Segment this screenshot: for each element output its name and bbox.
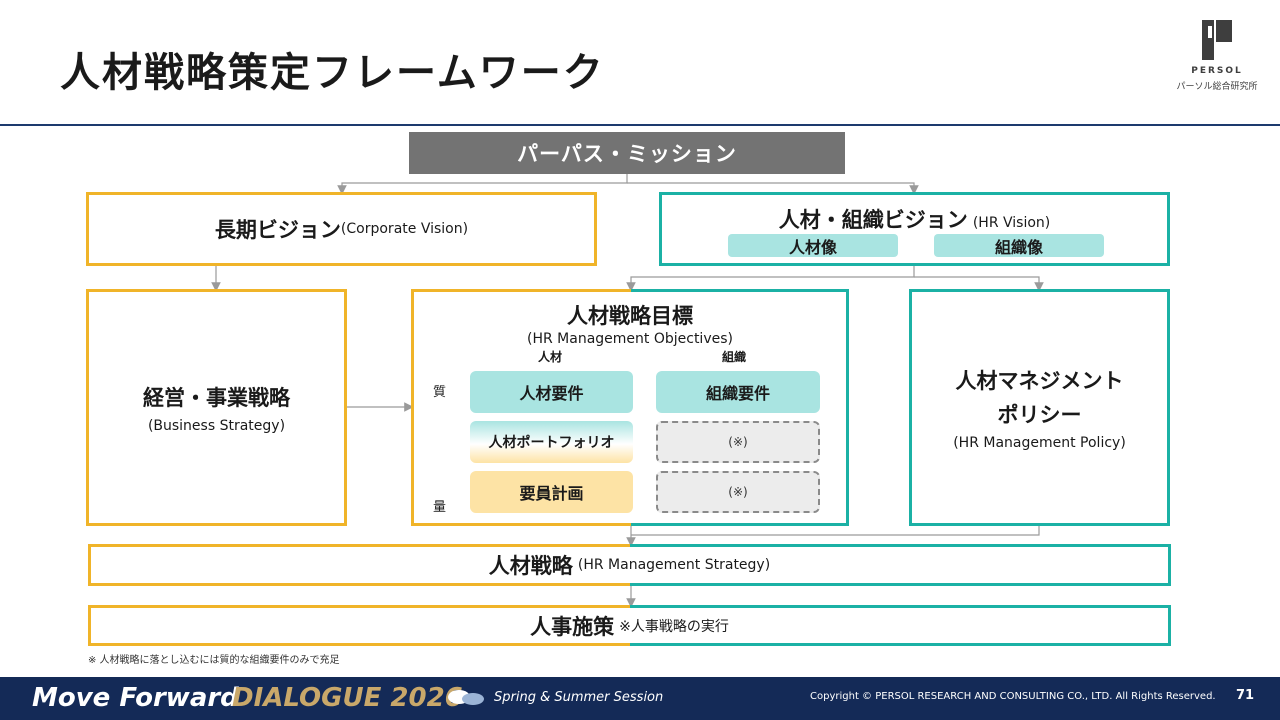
hr-objectives-top-left-edge bbox=[411, 289, 631, 292]
hr-vision-en: (HR Vision) bbox=[972, 215, 1051, 231]
org-note-box-1: (※) bbox=[656, 421, 820, 463]
hr-policy-box: 人材マネジメント ポリシー (HR Management Policy) bbox=[909, 289, 1170, 526]
org-requirements-box: 組織要件 bbox=[656, 371, 820, 413]
axis-quantity-label: 量 bbox=[433, 500, 447, 515]
hr-vision-label: 人材・組織ビジョン bbox=[778, 208, 968, 232]
hr-measures-left-edge bbox=[88, 605, 91, 646]
people-requirements-box: 人材要件 bbox=[470, 371, 633, 413]
business-strategy-en: (Business Strategy) bbox=[147, 417, 286, 434]
logo-subtitle: パーソル総合研究所 bbox=[1176, 82, 1258, 92]
hr-strategy-en: (HR Management Strategy) bbox=[577, 557, 771, 573]
org-note-box-2: (※) bbox=[656, 471, 820, 513]
hr-strategy-top-left-edge bbox=[88, 544, 630, 547]
purpose-mission-box: パーパス・ミッション bbox=[409, 132, 845, 174]
business-strategy-label: 経営・事業戦略 bbox=[143, 385, 290, 410]
hr-policy-label-line2: ポリシー bbox=[997, 402, 1082, 427]
business-strategy-box: 経営・事業戦略 (Business Strategy) bbox=[86, 289, 347, 526]
hr-policy-label-line1: 人材マネジメント bbox=[955, 368, 1124, 393]
hr-measures-note: ※人事戦略の実行 bbox=[619, 618, 729, 635]
persol-logo-mark bbox=[1202, 20, 1232, 60]
header-divider bbox=[0, 124, 1280, 126]
page-title: 人材戦略策定フレームワーク bbox=[60, 50, 605, 96]
people-portfolio-box: 人材ポートフォリオ bbox=[470, 421, 633, 463]
logo-name: PERSOL bbox=[1191, 66, 1243, 76]
long-vision-label: 長期ビジョン bbox=[214, 218, 341, 242]
column-header-org: 組織 bbox=[722, 350, 747, 364]
footer-copyright: Copyright © PERSOL RESEARCH AND CONSULTI… bbox=[810, 691, 1216, 702]
footer-bar bbox=[0, 677, 1280, 720]
hr-objectives-en: (HR Management Objectives) bbox=[527, 331, 733, 347]
long-vision-en: (Corporate Vision) bbox=[340, 221, 469, 237]
hr-strategy-bottom-left-edge bbox=[88, 583, 630, 586]
staffing-plan-box: 要員計画 bbox=[470, 471, 633, 513]
footnote: ※ 人材戦略に落とし込むには質的な組織要件のみで充足 bbox=[88, 655, 340, 666]
hr-measures-label: 人事施策 bbox=[530, 614, 615, 639]
hr-vision-box: 人材・組織ビジョン (HR Vision) 人材像 組織像 bbox=[659, 192, 1170, 266]
axis-quality-label: 質 bbox=[433, 385, 447, 400]
footer-session: Spring & Summer Session bbox=[494, 690, 664, 705]
long-vision-box: 長期ビジョン(Corporate Vision) bbox=[86, 192, 597, 266]
column-header-people: 人材 bbox=[538, 350, 563, 364]
hr-measures-bottom-left-edge bbox=[88, 643, 630, 646]
hr-vision-org-tag: 組織像 bbox=[934, 234, 1104, 257]
hr-strategy-label: 人材戦略 bbox=[488, 554, 573, 578]
hr-policy-en: (HR Management Policy) bbox=[953, 434, 1126, 451]
hr-objectives-bottom-left-edge bbox=[411, 523, 631, 526]
hr-objectives-label: 人材戦略目標 bbox=[567, 304, 693, 328]
hr-measures-top-left-edge bbox=[88, 605, 630, 608]
persol-logo: PERSOL パーソル総合研究所 bbox=[1176, 20, 1258, 92]
page-number: 71 bbox=[1236, 688, 1255, 703]
footer-brand-a: Move Forward bbox=[32, 683, 239, 713]
footer-brand-b: DIALOGUE 2026 bbox=[232, 683, 463, 713]
hr-strategy-left-edge bbox=[88, 544, 91, 586]
hr-vision-people-tag: 人材像 bbox=[728, 234, 898, 257]
cloud-icon bbox=[448, 690, 484, 705]
